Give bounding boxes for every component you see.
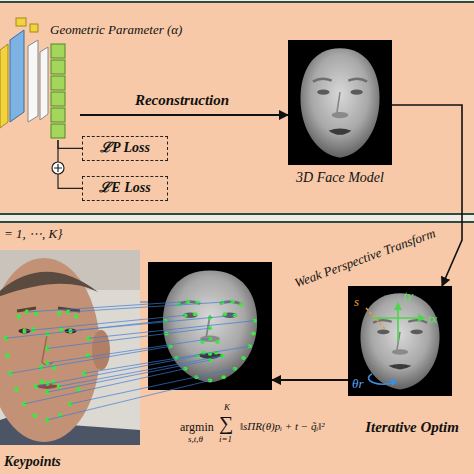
edge-label: Reconstruction (133, 91, 231, 109)
aligned-face-render (148, 262, 272, 390)
vector-cell (51, 60, 65, 74)
keypoint-photo: = 1, ⋯, K}Keypoints (0, 250, 140, 445)
vector-cell (51, 124, 65, 138)
formula-text: ∑ (219, 413, 233, 433)
layer-slab (10, 30, 24, 122)
axis-label: ty (404, 288, 413, 304)
connector-arrow (80, 114, 288, 116)
face-model-image: 3D Face Model (288, 40, 392, 165)
axis-label: tx (428, 311, 437, 327)
formula-text: i=1 (219, 435, 232, 444)
formula-text: s,t,θ (188, 435, 203, 444)
correspondence-line (25, 369, 186, 404)
formula-text: argmin (180, 421, 214, 433)
correspondence-line (25, 315, 186, 331)
node-label: Geometric Parameter (α) (50, 22, 182, 38)
aligned-face-image: argmins,t,θK∑i=1‖sΠR(θ)pᵢ + t − q̃ᵢ‖² (148, 262, 272, 390)
image-caption: Keypoints (4, 454, 61, 471)
axis-line (372, 317, 420, 319)
pose-face-render (348, 286, 452, 396)
formula-text: K (224, 403, 230, 412)
rotation-arc (369, 374, 394, 384)
axis-label: θr (352, 376, 363, 392)
correspondence-line (48, 328, 211, 348)
image-caption: 3D Face Model (288, 170, 392, 187)
layer-cube (16, 18, 26, 26)
rotation-head (390, 378, 398, 386)
correspondence-lines (6, 302, 255, 420)
hair (0, 272, 98, 300)
edge-label: Weak Perspective Transform (290, 225, 439, 292)
correspondence-line (27, 302, 188, 313)
correspondence-line (68, 302, 232, 313)
layer-cube (30, 24, 38, 32)
scale-line (366, 308, 386, 330)
connector-group (58, 105, 462, 380)
head (0, 258, 100, 442)
correspondence-line (84, 346, 249, 373)
vector-cell (51, 44, 65, 58)
connector-arrow (58, 140, 82, 148)
vector-cell (51, 108, 65, 122)
formula-text: ‖sΠR(θ)pᵢ + t − q̃ᵢ‖² (240, 421, 325, 432)
image-caption: = 1, ⋯, K} (4, 226, 62, 242)
node-label: ℒE Loss (93, 180, 157, 197)
keypoint-set (163, 300, 257, 383)
correspondence-line (89, 321, 255, 339)
edge-label: Iterative Optim (363, 418, 461, 436)
top-panel (0, 2, 474, 214)
connector-arrow (392, 105, 462, 286)
pose-face-image: txty s θr (348, 286, 452, 396)
axis-head (394, 302, 402, 310)
axis-label: s (354, 294, 359, 310)
correspondence-line (59, 356, 222, 386)
layer-slab (0, 44, 8, 128)
face-model-render (288, 40, 392, 165)
vector-cell (51, 76, 65, 90)
axis-line (397, 308, 399, 342)
layer-slab (28, 40, 38, 122)
correspondence-line (48, 380, 211, 419)
vector-cell (51, 92, 65, 106)
connector-arrow (140, 302, 148, 303)
loss-box: ℒE Loss (82, 176, 168, 201)
face-photo (0, 250, 140, 445)
loss-box: ℒP Loss (82, 136, 168, 161)
keypoint-set (4, 309, 91, 422)
axis-head (418, 314, 426, 322)
layer-slab (40, 47, 48, 120)
connector-arrow (272, 379, 348, 381)
correspondence-line (71, 315, 235, 331)
sum-junction (54, 164, 62, 172)
sum-junction (52, 162, 64, 174)
correspondence-line (48, 360, 211, 392)
correspondence-line (11, 346, 171, 373)
correspondence-line (36, 356, 198, 386)
correspondence-line (48, 339, 211, 363)
network-block: Geometric Parameter (α) (2, 18, 80, 140)
node-label: ℒP Loss (93, 140, 157, 157)
correspondence-line (71, 369, 235, 404)
pose-axes (366, 302, 426, 386)
